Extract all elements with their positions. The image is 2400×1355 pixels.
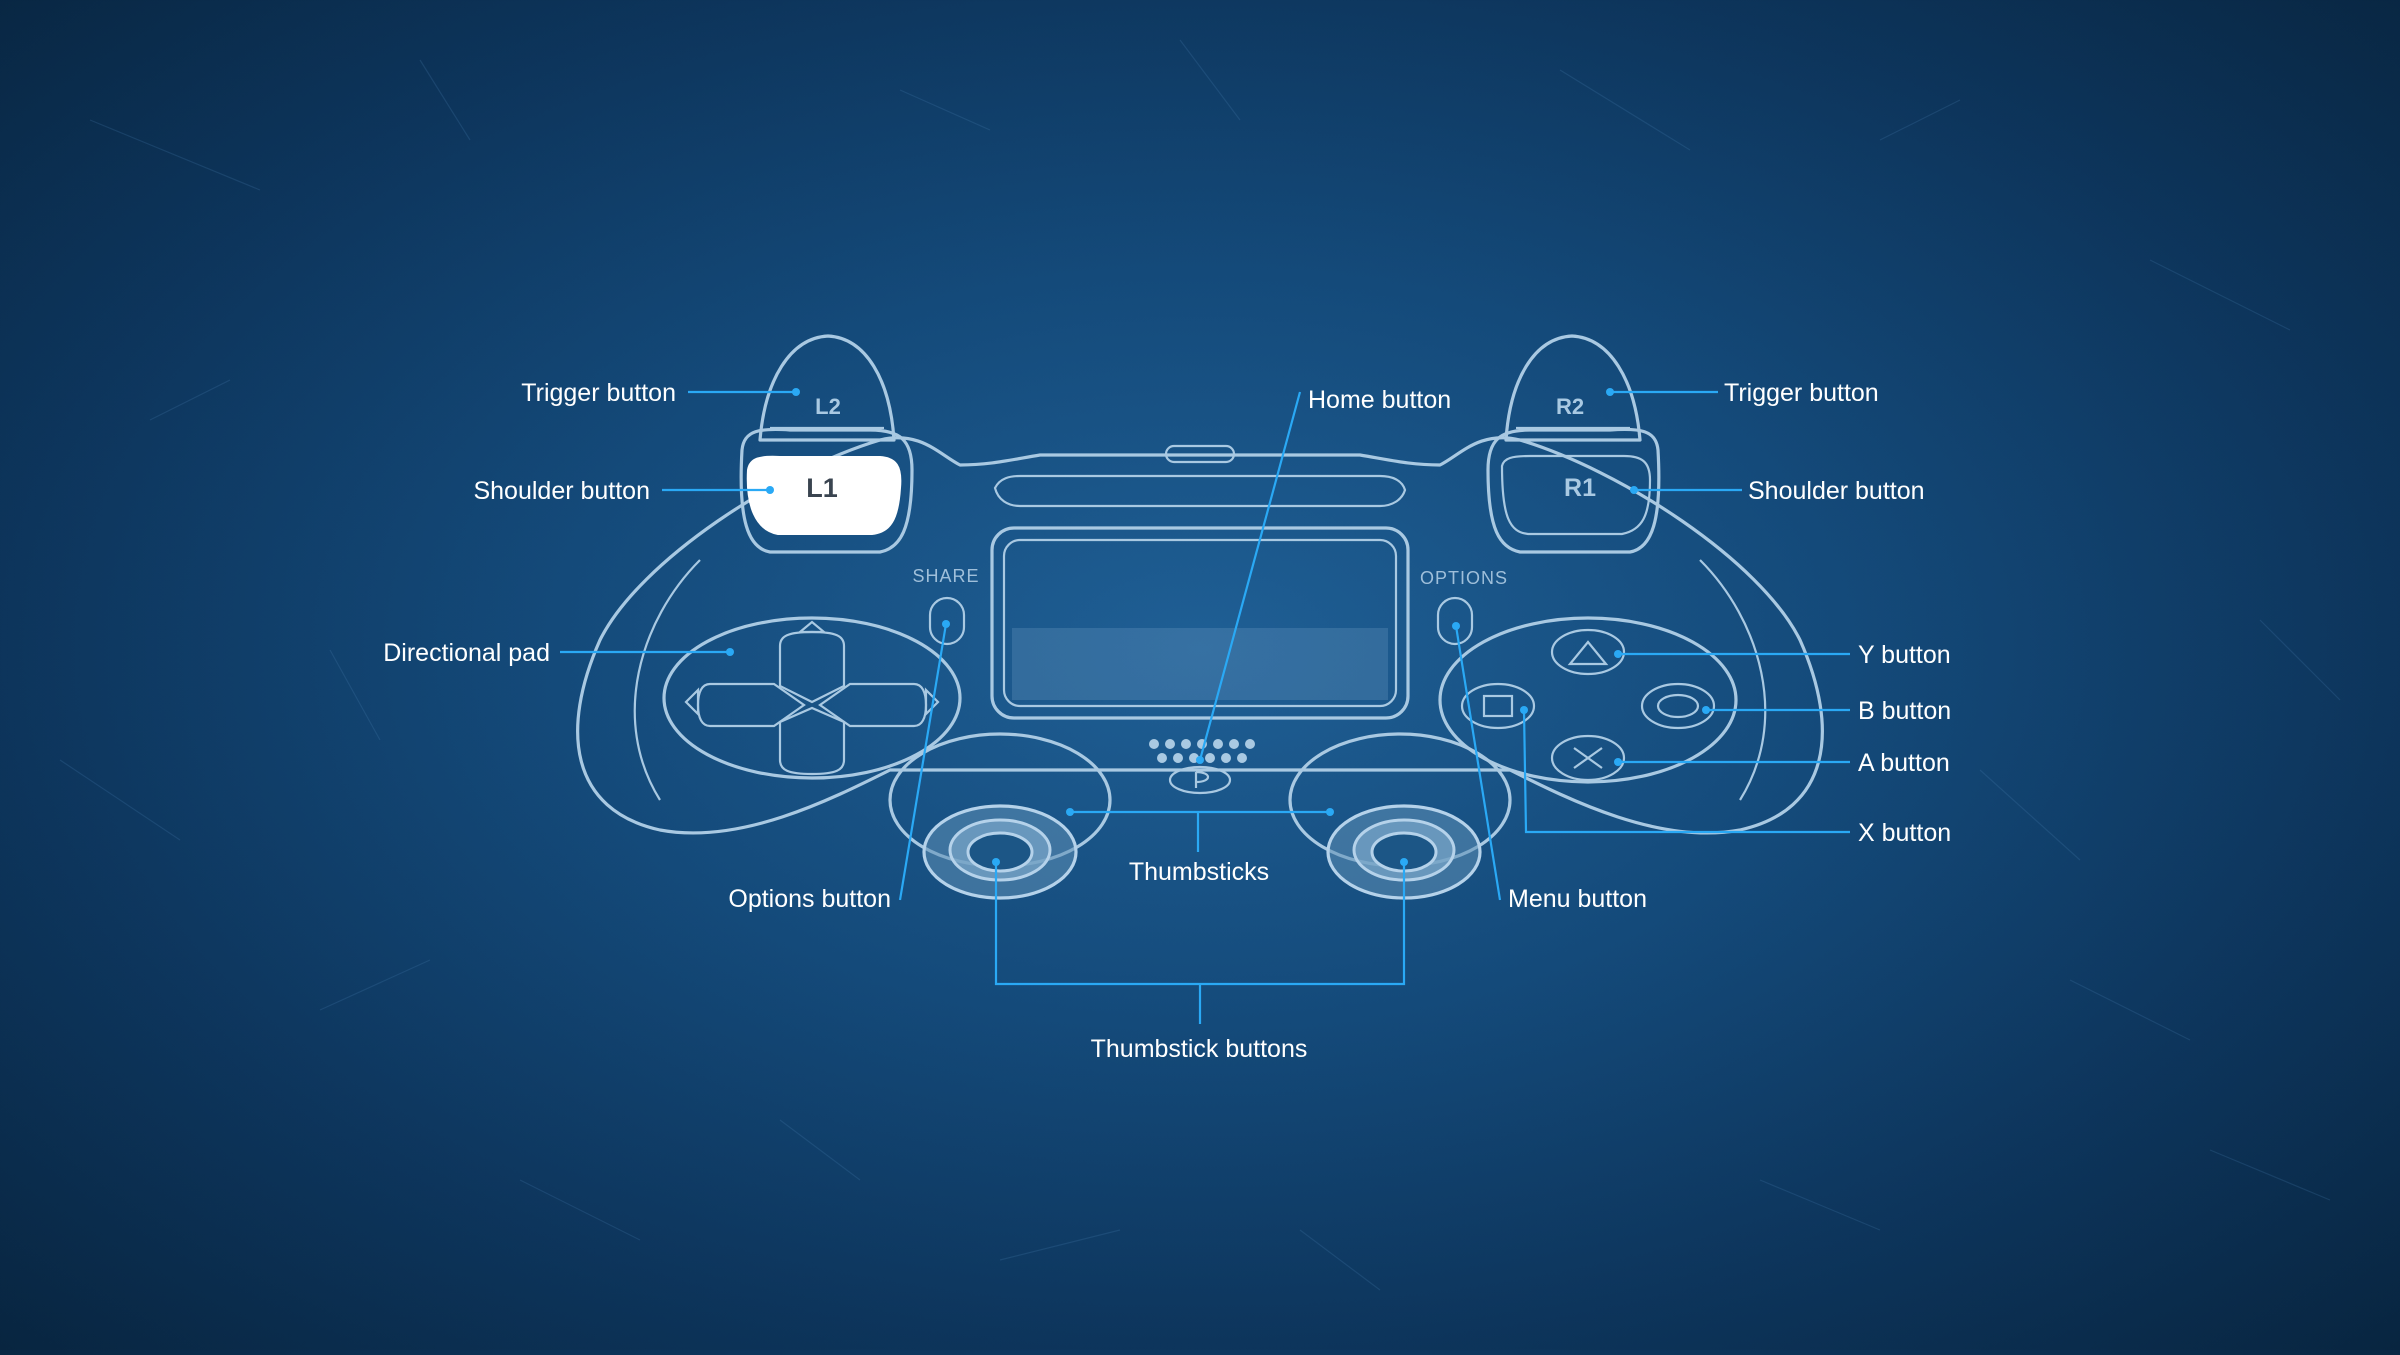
callout-directional-pad: Directional pad bbox=[383, 639, 550, 667]
callout-x-button: X button bbox=[1858, 819, 1951, 847]
callout-labels: Trigger button Shoulder button Direction… bbox=[383, 379, 1951, 1063]
share-label: SHARE bbox=[912, 566, 979, 586]
controller-outline bbox=[576, 436, 1824, 835]
left-thumbstick bbox=[888, 732, 1112, 900]
l1-highlight bbox=[746, 455, 902, 535]
callout-home-button: Home button bbox=[1308, 386, 1451, 414]
callout-options-button: Options button bbox=[728, 885, 891, 913]
b-button-shape bbox=[1640, 682, 1716, 730]
leader-lines bbox=[560, 388, 1850, 1024]
left-trigger-l2: L2 bbox=[758, 334, 896, 442]
callout-thumbstick-buttons: Thumbstick buttons bbox=[1091, 1035, 1308, 1063]
callout-menu-button: Menu button bbox=[1508, 885, 1647, 913]
right-trigger-r2: R2 bbox=[1504, 334, 1642, 442]
r1-label: R1 bbox=[1564, 474, 1596, 502]
y-button-shape bbox=[1550, 628, 1626, 676]
callout-shoulder-right: Shoulder button bbox=[1748, 477, 1925, 505]
directional-pad bbox=[662, 616, 962, 780]
right-thumbstick bbox=[1288, 732, 1512, 900]
l2-label: L2 bbox=[815, 394, 841, 419]
callout-shoulder-left: Shoulder button bbox=[473, 477, 650, 505]
share-button: SHARE bbox=[912, 566, 979, 646]
l1-label: L1 bbox=[806, 473, 838, 503]
callout-a-button: A button bbox=[1858, 749, 1950, 777]
r2-label: R2 bbox=[1556, 394, 1584, 419]
callout-thumbsticks: Thumbsticks bbox=[1129, 858, 1269, 886]
x-button-shape bbox=[1460, 682, 1536, 730]
callout-b-button: B button bbox=[1858, 697, 1951, 725]
callout-y-button: Y button bbox=[1858, 641, 1951, 669]
right-shoulder-r1: R1 bbox=[1486, 427, 1661, 554]
callout-trigger-left: Trigger button bbox=[521, 379, 676, 407]
options-panel-button: OPTIONS bbox=[1420, 568, 1508, 646]
callout-trigger-right: Trigger button bbox=[1724, 379, 1879, 407]
background-texture bbox=[59, 39, 2341, 1291]
face-buttons bbox=[1438, 616, 1738, 784]
options-label: OPTIONS bbox=[1420, 568, 1508, 588]
left-shoulder-l1: L1 bbox=[739, 427, 914, 554]
a-button-shape bbox=[1550, 734, 1626, 782]
